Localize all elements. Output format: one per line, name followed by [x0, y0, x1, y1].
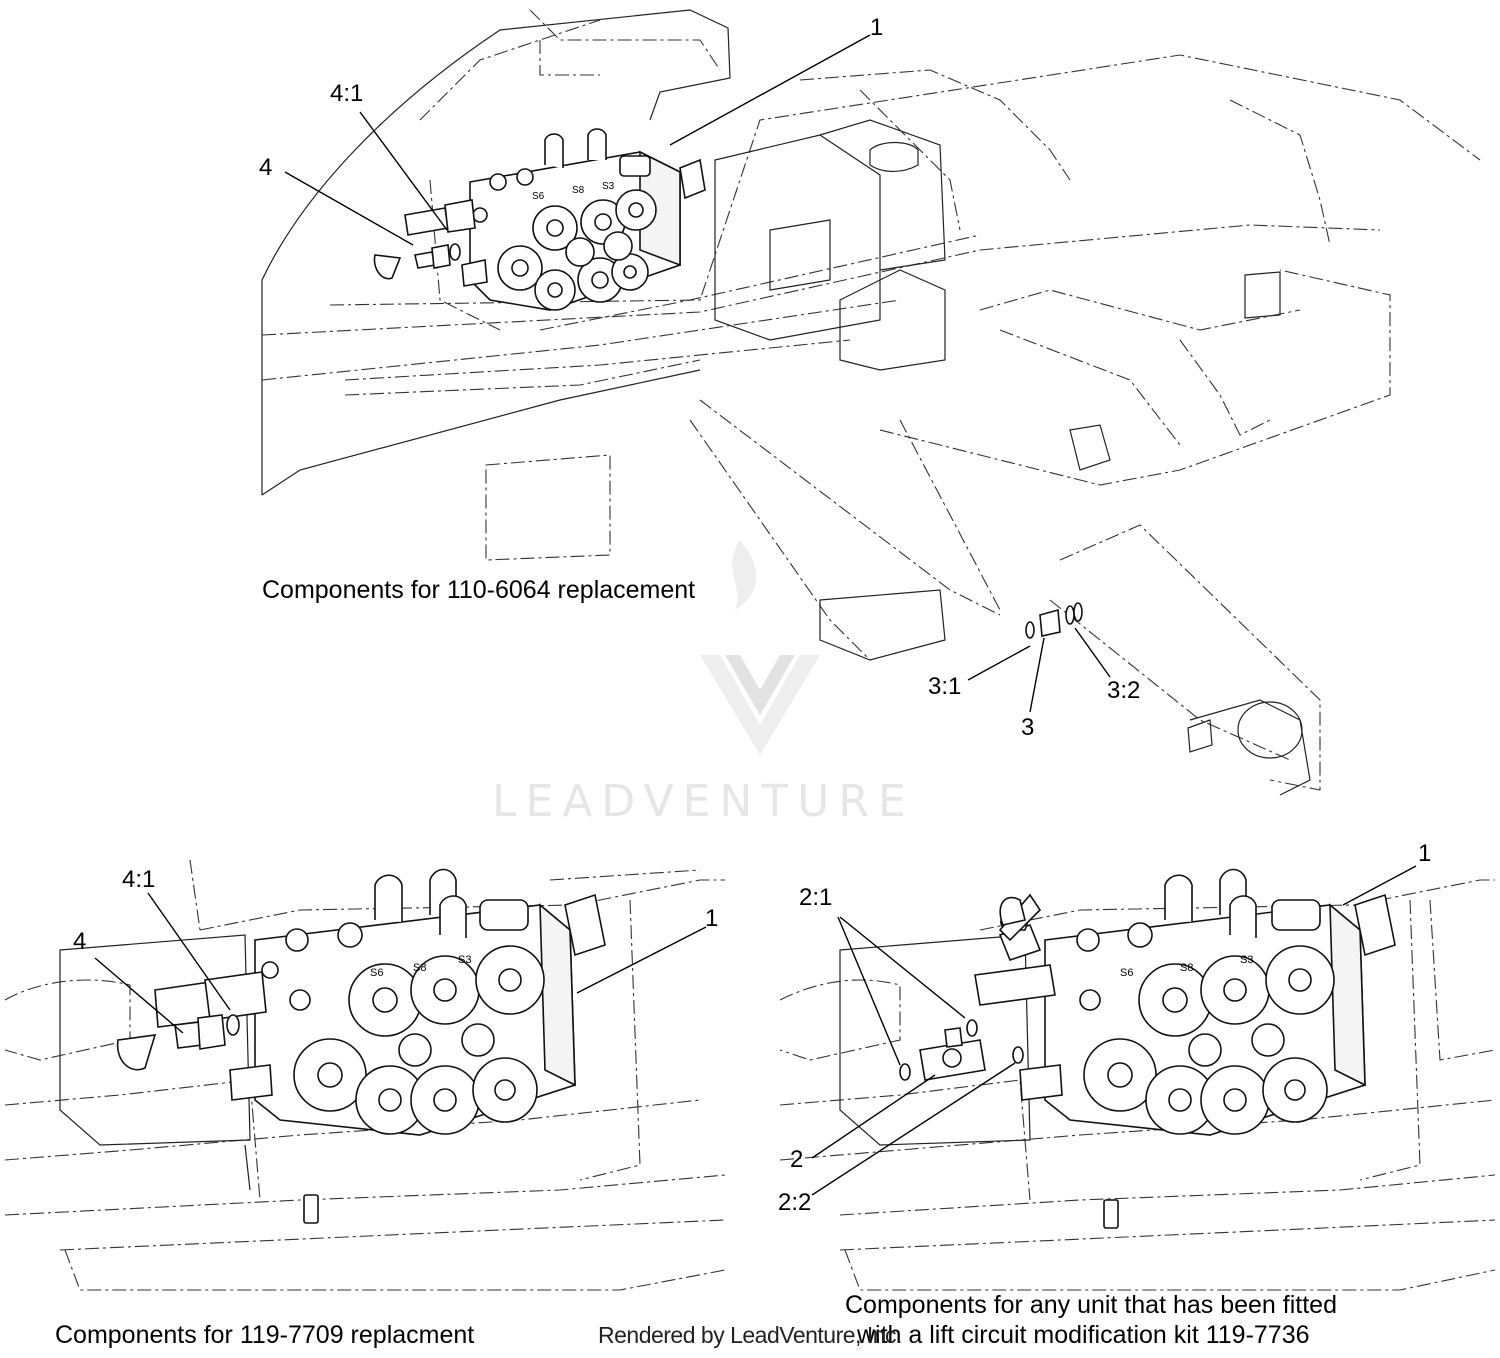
callout-1-bottom-right: 1 — [1418, 840, 1432, 867]
valve-marking: S3 — [1240, 954, 1254, 966]
render-note: Rendered by LeadVenture, Inc. — [598, 1322, 902, 1348]
valve-marking: S3 — [458, 954, 472, 966]
callout-4-1-bottom-left: 4:1 — [122, 866, 156, 893]
watermark-text: LEADVENTURE — [492, 776, 915, 827]
callout-3-2: 3:2 — [1107, 677, 1141, 704]
valve-block-top — [373, 128, 706, 311]
callout-1-bottom-left: 1 — [705, 905, 719, 932]
valve-marking: S6 — [370, 967, 384, 979]
valve-marking: S8 — [1180, 962, 1194, 974]
callout-2: 2 — [790, 1146, 804, 1173]
callout-2-2: 2:2 — [778, 1189, 812, 1216]
callout-4-1-top: 4:1 — [330, 80, 364, 107]
callout-3-1: 3:1 — [928, 673, 962, 700]
valve-marking: S6 — [1120, 967, 1134, 979]
caption-bottom-right-line1: Components for any unit that has been fi… — [845, 1291, 1337, 1319]
valve-block-bottom-right — [899, 868, 1396, 1136]
callout-2-1: 2:1 — [799, 884, 833, 911]
valve-marking: S8 — [413, 962, 427, 974]
valve-marking: S6 — [532, 191, 545, 202]
callout-3: 3 — [1021, 714, 1035, 741]
caption-bottom-left: Components for 119-7709 replacment — [55, 1321, 475, 1349]
caption-bottom-right-line2: with a lift circuit modification kit 119… — [857, 1321, 1310, 1349]
valve-marking: S3 — [602, 181, 615, 192]
callout-4-bottom-left: 4 — [73, 928, 87, 955]
caption-top: Components for 110-6064 replacement — [262, 576, 696, 604]
callout-4-top: 4 — [259, 154, 273, 181]
callout-1-top: 1 — [870, 14, 884, 41]
valve-block-bottom-left — [116, 868, 606, 1136]
valve-marking: S8 — [572, 185, 585, 196]
